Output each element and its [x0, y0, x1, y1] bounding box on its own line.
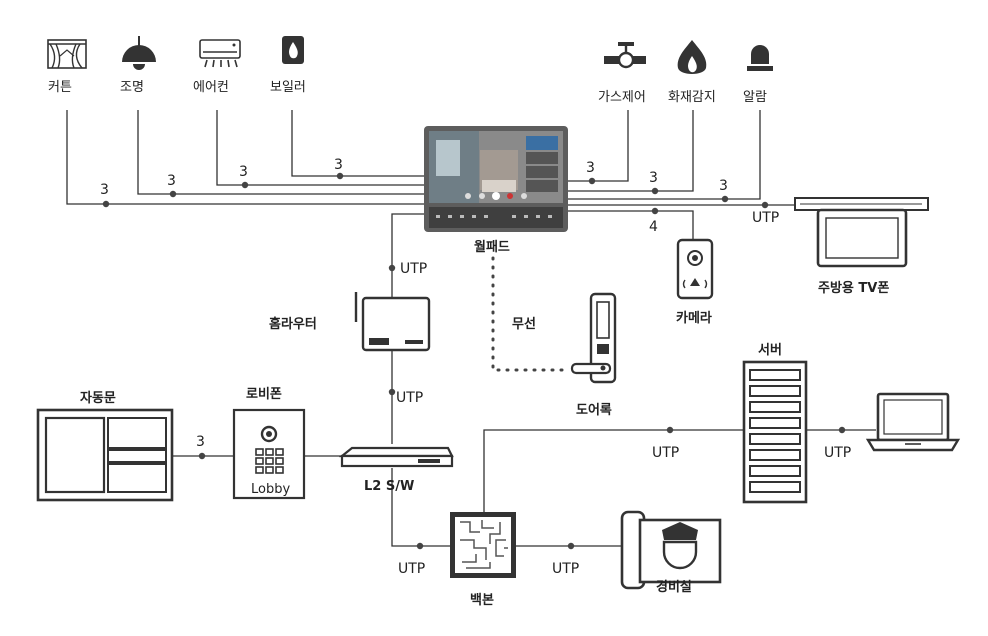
backbone-label: 백본 — [470, 593, 494, 608]
count-curtain: 3 — [100, 182, 109, 198]
server-rack-icon — [742, 360, 808, 504]
utp-backbone-right: UTP — [552, 561, 579, 577]
switch-label: L2 S/W — [364, 479, 414, 494]
wire-count-labels: 3 3 3 3 3 3 3 4 3 — [100, 157, 728, 450]
utp-server-right: UTP — [824, 445, 851, 461]
kitchen-tv-icon — [794, 197, 929, 268]
alarm-label: 알람 — [743, 90, 767, 105]
kitchen-tv-label: 주방용 TV폰 — [818, 280, 889, 296]
autodoor-label: 자동문 — [80, 391, 116, 406]
wireless-label: 무선 — [512, 316, 536, 332]
count-autodoor: 3 — [196, 434, 205, 450]
gas-label: 가스제어 — [598, 90, 646, 105]
utp-backbone-left: UTP — [398, 561, 425, 577]
lobby-phone-icon — [232, 408, 306, 500]
alarm-light-icon — [747, 45, 773, 71]
count-gas: 3 — [586, 160, 595, 176]
boiler-icon — [282, 36, 304, 64]
wallpad-label: 월패드 — [474, 239, 510, 255]
utp-router-bottom: UTP — [396, 390, 423, 406]
lobby-text: Lobby — [251, 482, 290, 497]
utp-server-left: UTP — [652, 445, 679, 461]
boiler-label: 보일러 — [270, 80, 306, 95]
utp-kitchen: UTP — [752, 210, 779, 226]
count-lighting: 3 — [167, 173, 176, 189]
wiring — [66, 110, 876, 550]
router-label: 홈라우터 — [269, 316, 317, 332]
laptop-icon — [865, 392, 961, 452]
count-fire: 3 — [649, 170, 658, 186]
utp-labels: UTP UTP UTP UTP UTP UTP UTP — [396, 210, 851, 577]
doorbell-camera-icon — [676, 238, 714, 300]
count-boiler: 3 — [334, 157, 343, 173]
count-camera: 4 — [649, 219, 658, 235]
fire-label: 화재감지 — [668, 90, 716, 105]
gas-valve-icon — [604, 42, 646, 69]
count-aircon: 3 — [239, 164, 248, 180]
aircon-label: 에어컨 — [193, 80, 229, 95]
utp-router-top: UTP — [400, 261, 427, 277]
backbone-chip-icon — [450, 512, 516, 578]
fire-icon — [677, 40, 707, 74]
server-label: 서버 — [758, 342, 782, 358]
camera-label: 카메라 — [676, 310, 712, 326]
guard-label: 경비실 — [656, 579, 692, 595]
automatic-door-icon — [36, 408, 174, 502]
count-alarm: 3 — [719, 178, 728, 194]
door-lock-icon — [570, 292, 617, 384]
guard-phone-icon — [620, 510, 722, 590]
air-conditioner-icon — [199, 39, 241, 68]
home-router-icon — [354, 292, 431, 352]
wallpad-device — [424, 126, 568, 232]
curtain-icon — [47, 39, 87, 69]
lighting-label: 조명 — [120, 80, 144, 95]
ceiling-lamp-icon — [122, 36, 156, 70]
lobbyphone-label: 로비폰 — [246, 387, 282, 402]
doorlock-label: 도어록 — [576, 402, 612, 418]
curtain-label: 커튼 — [48, 80, 72, 95]
l2-switch-icon — [338, 446, 454, 468]
